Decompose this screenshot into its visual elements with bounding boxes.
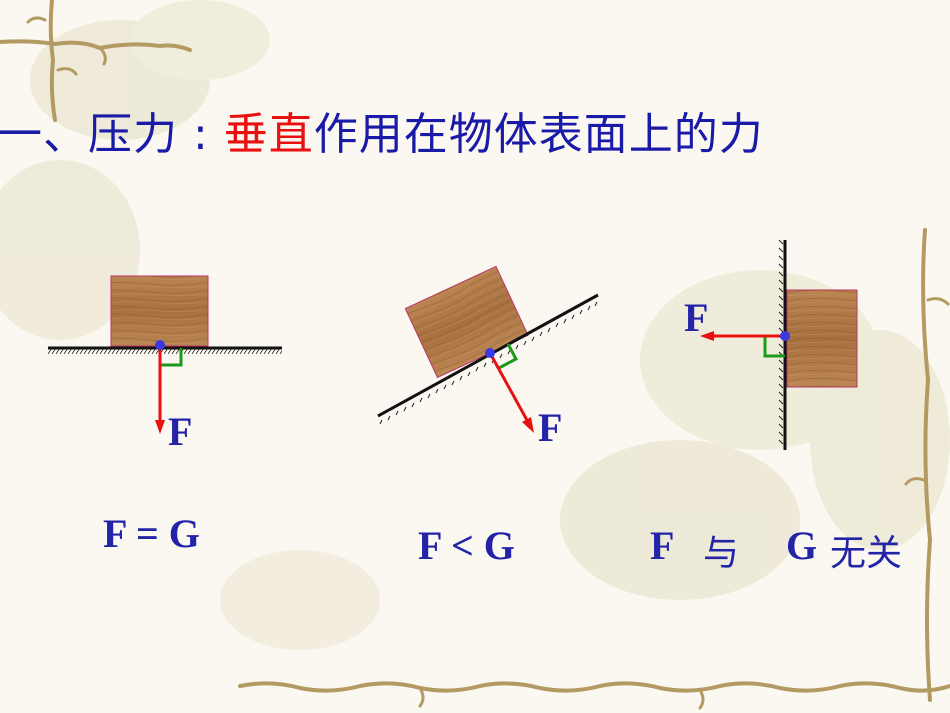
diagram-vertical-wall (700, 239, 858, 450)
diagram-inclined-plane (377, 265, 599, 433)
diagram-horizontal-surface (48, 275, 282, 434)
horizontal-surface-hatching (48, 349, 282, 354)
vine-border-top-left (0, 0, 192, 122)
vertical-wall-hatching (778, 239, 784, 445)
vine-border-bottom (238, 681, 950, 710)
force-arrowhead (522, 417, 534, 433)
contact-point (155, 340, 165, 350)
title-highlight: 垂直 (223, 109, 314, 160)
force-arrowhead (155, 420, 165, 434)
force-label: F (684, 295, 709, 340)
title-suffix: 作用在物体表面上的力 (313, 109, 764, 160)
relation-label-word: 与 (703, 533, 740, 574)
contact-point (780, 331, 790, 341)
contact-point (485, 348, 495, 358)
inclined-surface-hatching (379, 301, 598, 425)
force-arrowhead (700, 331, 714, 341)
title-prefix: 一、压力 : (0, 109, 224, 160)
force-label: F (168, 409, 193, 454)
right-angle-mark (498, 343, 519, 370)
force-label: F (538, 405, 563, 450)
relation-label: F < G (418, 523, 515, 568)
relation-label-word: 无关 (830, 533, 903, 574)
relation-label: F = G (103, 511, 200, 556)
relation-label-g: G (786, 523, 818, 568)
slide-title: 一、压力 : 垂直作用在物体表面上的力 (0, 98, 764, 162)
force-arrow (488, 352, 530, 423)
relation-label-f: F (650, 523, 675, 568)
right-angle-mark (160, 348, 183, 367)
right-angle-mark (763, 336, 785, 358)
background-foliage-decoration (0, 0, 950, 650)
vine-border-right (904, 228, 950, 702)
